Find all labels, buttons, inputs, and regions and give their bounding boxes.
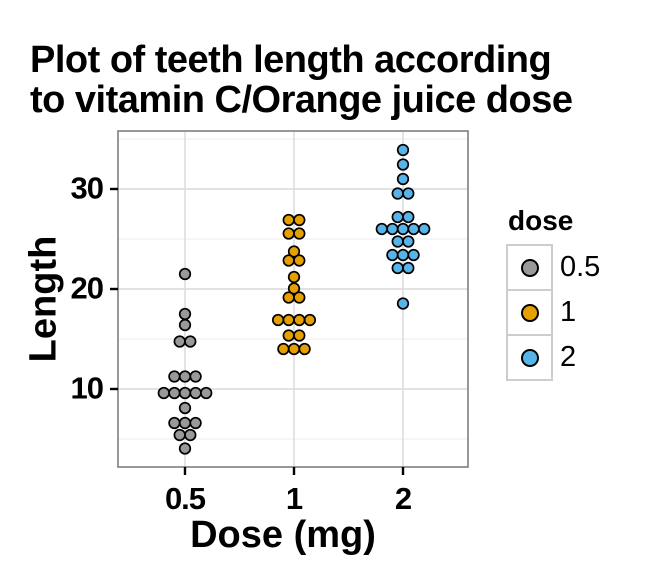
data-point [293,313,306,327]
data-point [287,282,301,295]
data-point [396,172,410,186]
legend-label: 2 [560,341,577,373]
data-point [293,291,306,304]
legend-dot-icon [520,303,539,322]
data-point [293,329,306,342]
data-point [391,235,404,248]
x-tick-label: 0.5 [164,481,206,516]
data-point [168,370,181,383]
data-point [298,342,311,356]
legend-entries: 0.5 1 2 [506,244,600,381]
data-point [287,245,301,258]
data-point [402,187,415,200]
data-point [189,416,202,430]
x-tick-label: 1 [285,481,303,516]
y-tick-label: 10 [70,370,104,406]
data-point [396,248,410,262]
data-point [402,210,415,224]
data-point [418,222,431,236]
legend-dot-icon [520,258,539,277]
data-point [282,213,295,227]
data-point [293,213,306,227]
data-point [396,297,410,310]
data-point [200,386,213,400]
data-point [184,335,197,348]
data-point [178,370,192,383]
data-point [287,270,301,284]
data-point [282,254,295,267]
data-point [173,428,186,442]
y-axis-title: Length [22,235,65,363]
legend-label: 0.5 [560,251,601,283]
data-point [396,158,410,171]
data-point [293,254,306,267]
chart-title-line2: to vitamin C/Orange juice dose [30,79,573,121]
data-point [168,386,181,400]
x-tick-label: 2 [394,481,412,516]
dose-2-points [375,143,431,310]
data-point [178,386,192,400]
data-point [178,307,192,321]
dose-1-points [271,213,317,356]
data-point [189,386,202,400]
legend-dot-icon [520,348,539,367]
data-point [396,222,410,236]
data-point [375,222,388,236]
legend-title: dose [508,205,574,236]
data-point [178,401,192,415]
data-point [303,313,317,327]
data-point [282,329,295,342]
data-point [391,261,404,275]
data-point [391,210,404,224]
data-point [157,386,170,400]
data-point [173,335,186,348]
data-point [277,342,290,356]
data-point [282,291,295,304]
data-point [282,313,295,327]
data-point [178,267,192,281]
legend-key-box [506,244,553,291]
data-point [178,442,192,455]
legend-key-box [506,289,553,336]
chart-title-line1: Plot of teeth length according [30,39,552,81]
chart-title: Plot of teeth length according to vitami… [30,39,573,121]
legend: dose 0.5 1 2 [506,206,600,381]
data-point [396,143,410,157]
data-point [189,370,202,383]
data-point [168,416,181,430]
data-point [178,416,192,430]
data-point [407,248,420,262]
legend-entry-dose-2: 2 [506,334,600,381]
y-tick-label: 20 [70,270,104,306]
data-point [391,187,404,200]
legend-label: 1 [560,296,577,328]
data-point [407,222,420,236]
data-point [402,235,415,248]
data-point [178,318,192,332]
legend-entry-dose-1: 1 [506,289,600,336]
data-point [293,227,306,240]
data-point [282,227,295,240]
legend-key-box [506,334,553,381]
data-point [386,248,399,262]
data-point [271,313,285,327]
data-point [287,342,301,356]
x-axis-title: Dose (mg) [190,514,376,556]
legend-entry-dose-0.5: 0.5 [506,244,600,291]
y-tick-label: 30 [70,170,104,206]
data-point [386,222,399,236]
data-point [184,428,197,442]
dose-0.5-points [157,267,213,455]
data-point [402,261,415,275]
